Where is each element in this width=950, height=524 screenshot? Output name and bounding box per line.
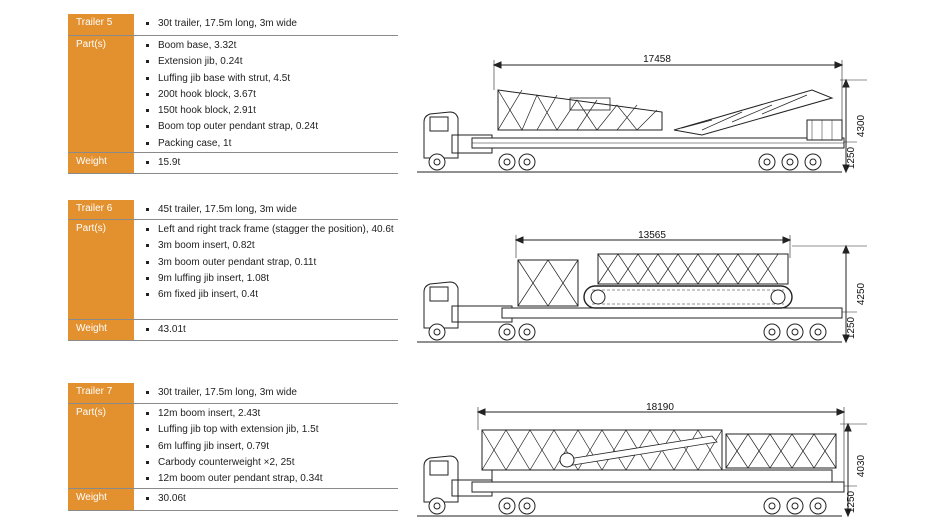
trailer-5-weight: 15.9t: [144, 155, 394, 171]
trailer-5-header-row: Trailer 5 30t trailer, 17.5m long, 3m wi…: [68, 14, 398, 36]
trailer-7-title: Trailer 7: [68, 383, 134, 403]
trailer-6-height-dim: 4250: [856, 282, 867, 305]
trailer-5-drawing: 17458 4300 1250: [412, 50, 880, 175]
trailer-7-length-dim: 18190: [646, 402, 674, 413]
trailer-7-weight-row: Weight 30.06t: [68, 489, 398, 511]
trailer-6-parts-label: Part(s): [68, 220, 134, 319]
trailer-6-length-dim: 13565: [638, 230, 666, 241]
trailer-5-part: Packing case, 1t: [144, 136, 394, 152]
trailer-5-table: Trailer 5 30t trailer, 17.5m long, 3m wi…: [68, 14, 398, 174]
trailer-6-spec: 45t trailer, 17.5m long, 3m wide: [144, 202, 394, 218]
trailer-7-part: 6m luffing jib insert, 0.79t: [144, 439, 394, 455]
trailer-5-part: Boom base, 3.32t: [144, 38, 394, 54]
trailer-7-height-dim: 4030: [856, 454, 867, 477]
trailer-7-parts-row: Part(s) 12m boom insert, 2.43t Luffing j…: [68, 404, 398, 489]
trailer-6-table: Trailer 6 45t trailer, 17.5m long, 3m wi…: [68, 200, 398, 341]
trailer-5-part: 200t hook block, 3.67t: [144, 87, 394, 103]
trailer-6-parts-row: Part(s) Left and right track frame (stag…: [68, 220, 398, 320]
trailer-5-part: Extension jib, 0.24t: [144, 54, 394, 70]
trailer-5-spec: 30t trailer, 17.5m long, 3m wide: [144, 16, 394, 32]
trailer-6-part: 6m fixed jib insert, 0.4t: [144, 287, 394, 303]
trailer-6-part: Left and right track frame (stagger the …: [144, 222, 394, 238]
trailer-7-weight: 30.06t: [144, 491, 394, 507]
trailer-6-part: 3m boom outer pendant strap, 0.11t: [144, 255, 394, 271]
trailer-6-title: Trailer 6: [68, 200, 134, 219]
trailer-6-part: 9m luffing jib insert, 1.08t: [144, 271, 394, 287]
trailer-5-part: Luffing jib base with strut, 4.5t: [144, 71, 394, 87]
trailer-6-weight-row: Weight 43.01t: [68, 320, 398, 341]
trailer-7-weight-label: Weight: [68, 489, 134, 510]
trailer-6-part: 3m boom insert, 0.82t: [144, 238, 394, 254]
trailer-7-spec: 30t trailer, 17.5m long, 3m wide: [144, 385, 394, 401]
trailer-5-bed-dim: 1250: [846, 146, 857, 169]
trailer-6-drawing: 13565 4250 1250: [412, 228, 880, 348]
trailer-7-drawing: 18190 4030 1250: [412, 400, 880, 522]
trailer-5-part: Boom top outer pendant strap, 0.24t: [144, 119, 394, 135]
trailer-5-parts-row: Part(s) Boom base, 3.32t Extension jib, …: [68, 36, 398, 153]
trailer-5-title: Trailer 5: [68, 14, 134, 35]
trailer-6-weight: 43.01t: [144, 322, 394, 338]
trailer-5-weight-label: Weight: [68, 153, 134, 173]
trailer-6-weight-label: Weight: [68, 320, 134, 340]
trailer-7-table: Trailer 7 30t trailer, 17.5m long, 3m wi…: [68, 383, 398, 511]
trailer-7-part: 12m boom insert, 2.43t: [144, 406, 394, 422]
trailer-7-part: 12m boom outer pendant strap, 0.34t: [144, 471, 394, 487]
trailer-5-height-dim: 4300: [856, 114, 867, 137]
trailer-7-parts-label: Part(s): [68, 404, 134, 488]
trailer-7-part: Luffing jib top with extension jib, 1.5t: [144, 422, 394, 438]
trailer-5-parts-label: Part(s): [68, 36, 134, 152]
trailer-5-length-dim: 17458: [643, 54, 671, 65]
trailer-7-header-row: Trailer 7 30t trailer, 17.5m long, 3m wi…: [68, 383, 398, 404]
trailer-7-part: Carbody counterweight ×2, 25t: [144, 455, 394, 471]
trailer-5-weight-row: Weight 15.9t: [68, 153, 398, 174]
trailer-6-header-row: Trailer 6 45t trailer, 17.5m long, 3m wi…: [68, 200, 398, 220]
trailer-5-part: 150t hook block, 2.91t: [144, 103, 394, 119]
trailer-6-bed-dim: 1250: [846, 316, 857, 339]
trailer-7-bed-dim: 1250: [846, 490, 857, 513]
